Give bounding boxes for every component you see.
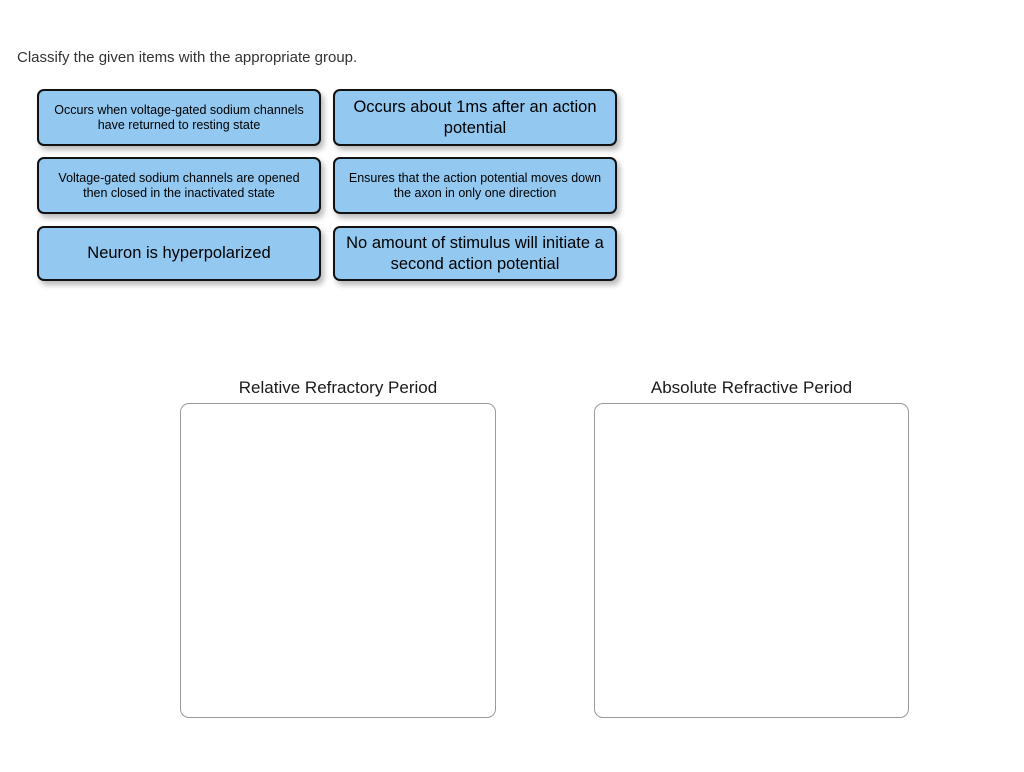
draggable-item-3-label: Voltage-gated sodium channels are opened… xyxy=(58,170,300,200)
draggable-item-4[interactable]: Ensures that the action potential moves … xyxy=(333,157,617,214)
draggable-item-6[interactable]: No amount of stimulus will initiate a se… xyxy=(333,226,617,281)
draggable-item-5-label: Neuron is hyperpolarized xyxy=(87,244,271,262)
draggable-item-5[interactable]: Neuron is hyperpolarized xyxy=(37,226,321,281)
draggable-item-3[interactable]: Voltage-gated sodium channels are opened… xyxy=(37,157,321,214)
instruction-text: Classify the given items with the approp… xyxy=(17,49,358,66)
dropzone-absolute[interactable] xyxy=(594,403,909,718)
dropzone-title-absolute: Absolute Refractive Period xyxy=(650,378,853,397)
draggable-item-2-label: Occurs about 1ms after an action potenti… xyxy=(353,97,597,137)
draggable-item-6-label: No amount of stimulus will initiate a se… xyxy=(346,233,604,273)
draggable-item-4-label: Ensures that the action potential moves … xyxy=(348,170,602,200)
draggable-item-1-label: Occurs when voltage-gated sodium channel… xyxy=(54,102,304,132)
dropzone-relative[interactable] xyxy=(180,403,496,718)
draggable-item-1[interactable]: Occurs when voltage-gated sodium channel… xyxy=(37,89,321,146)
draggable-item-2[interactable]: Occurs about 1ms after an action potenti… xyxy=(333,89,617,146)
dropzone-title-relative: Relative Refractory Period xyxy=(238,378,438,397)
